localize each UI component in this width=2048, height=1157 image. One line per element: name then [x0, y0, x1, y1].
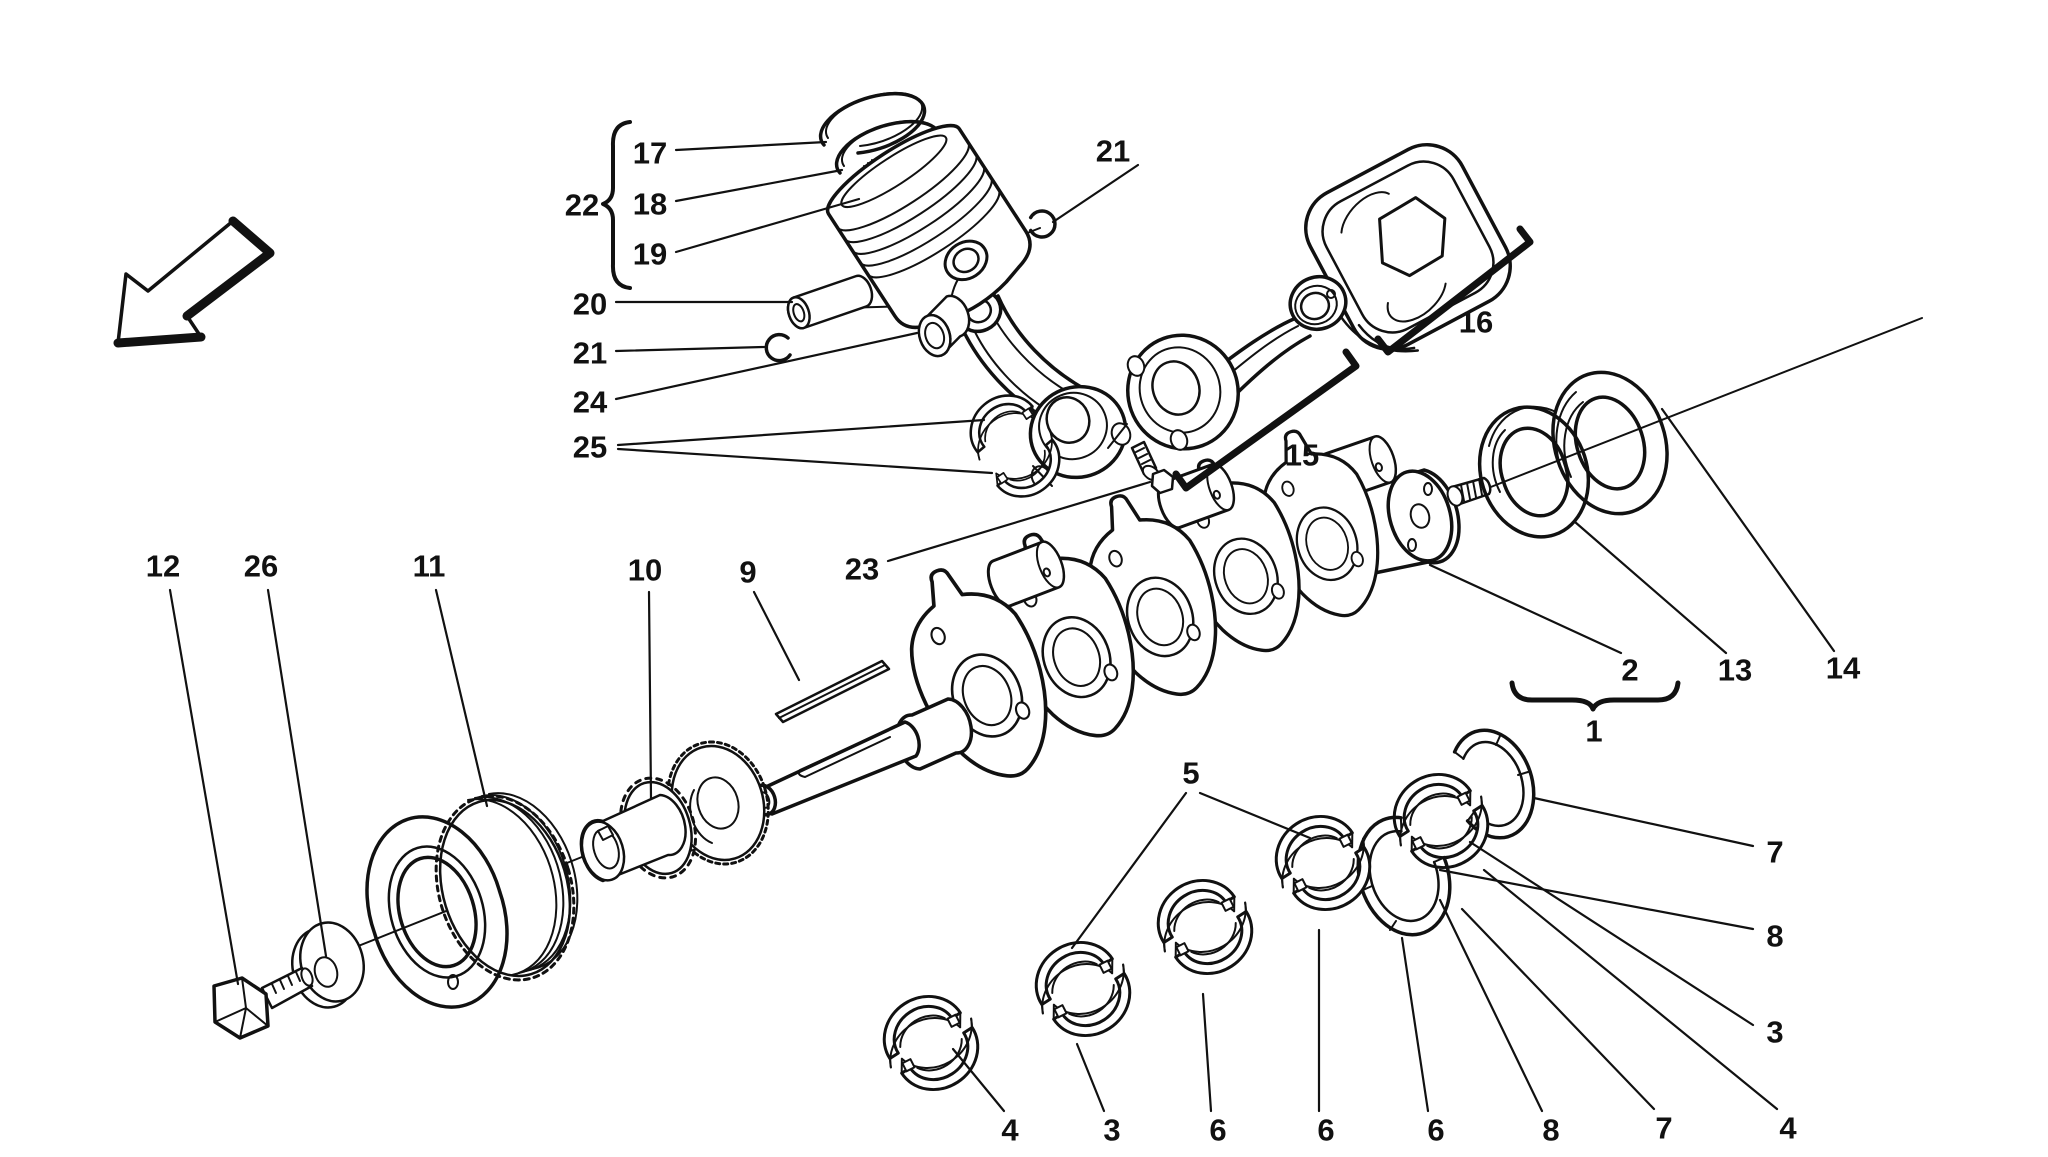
circlip-right — [1028, 209, 1057, 239]
callout-4-right: 4 — [1779, 1111, 1797, 1146]
leader-line-25 — [616, 447, 994, 475]
callout-15: 15 — [1285, 438, 1319, 473]
callout-17: 17 — [633, 136, 667, 171]
thrust-ring-rear — [1452, 728, 1536, 840]
leader-line-11 — [434, 588, 489, 808]
leader-line-25 — [616, 418, 986, 447]
leader-line-5 — [1198, 791, 1312, 840]
pilot-stub — [1446, 476, 1492, 507]
thrust-ring-front — [1356, 815, 1452, 937]
leader-line-14 — [1660, 407, 1836, 653]
rod-bolt — [1130, 440, 1175, 495]
pulley-bolt — [212, 966, 314, 1040]
callout-1: 1 — [1585, 714, 1602, 749]
circlip-left — [764, 332, 792, 363]
connecting-rod-2 — [1126, 275, 1348, 451]
main-bearing-shell-2 — [1016, 925, 1150, 1053]
leader-line-26 — [266, 588, 328, 958]
leader-line-21-left — [614, 345, 766, 353]
callout-6-row-2: 6 — [1317, 1113, 1334, 1148]
callout-10: 10 — [628, 553, 662, 588]
callout-21-right: 21 — [1096, 134, 1130, 169]
leader-line-3-row — [1075, 1042, 1106, 1113]
callout-6-row-1: 6 — [1209, 1113, 1226, 1148]
pulley-washer — [291, 921, 365, 1009]
small-end-bushing — [917, 294, 971, 358]
seal-ring-inner — [1477, 405, 1591, 539]
leader-line-5 — [1070, 791, 1188, 950]
main-bearing-shell-3 — [1138, 863, 1272, 991]
direction-arrow-icon — [113, 216, 275, 348]
bracket-16 — [1374, 225, 1534, 356]
callout-8-row: 8 — [1542, 1113, 1559, 1148]
main-bearing-shell-5 — [1374, 757, 1508, 885]
seal-ring-outer — [1551, 370, 1669, 516]
leader-line-3-right — [1468, 840, 1755, 1027]
callout-21-left: 21 — [573, 336, 607, 371]
brace-1 — [1509, 680, 1681, 712]
callout-18: 18 — [633, 187, 667, 222]
callout-6-row-3: 6 — [1427, 1113, 1444, 1148]
leader-line-2 — [1428, 563, 1623, 655]
leader-line-6-row-3 — [1400, 936, 1430, 1113]
crankshaft — [750, 413, 1461, 817]
crankshaft-pulley — [365, 792, 579, 1009]
callout-2: 2 — [1621, 653, 1638, 688]
callout-22: 22 — [565, 188, 599, 223]
leader-line-4-right — [1482, 868, 1779, 1111]
leader-line-24 — [614, 331, 919, 401]
leader-line-23 — [886, 480, 1152, 563]
callout-5: 5 — [1182, 756, 1199, 791]
leader-line-8-row — [1438, 898, 1544, 1113]
woodruff-key — [774, 659, 891, 724]
callout-20: 20 — [573, 287, 607, 322]
callout-9: 9 — [739, 555, 756, 590]
leader-line-6-row-1 — [1201, 992, 1213, 1113]
callout-7-right: 7 — [1766, 835, 1783, 870]
callout-3-row: 3 — [1103, 1113, 1120, 1148]
callout-23: 23 — [845, 552, 879, 587]
leader-line-18 — [674, 168, 844, 203]
leader-line-19 — [674, 197, 861, 254]
wrist-pin — [786, 274, 874, 330]
leader-line-13 — [1573, 520, 1728, 655]
callout-8-right: 8 — [1766, 919, 1783, 954]
leader-line-7-right — [1532, 796, 1755, 848]
callout-7-row: 7 — [1655, 1111, 1672, 1146]
connecting-rod-1 — [955, 288, 1132, 489]
leader-line-12 — [168, 588, 240, 986]
leader-line-4-row — [951, 1047, 1006, 1113]
callout-14: 14 — [1826, 651, 1861, 686]
callout-4-row: 4 — [1001, 1113, 1019, 1148]
callout-11: 11 — [413, 549, 446, 584]
main-bearing-shell-1 — [864, 979, 998, 1107]
leader-line-17 — [674, 140, 828, 152]
callout-13: 13 — [1718, 653, 1752, 688]
leader-line-8-right — [1438, 868, 1755, 931]
callout-26: 26 — [244, 549, 278, 584]
bracket-15 — [1172, 348, 1360, 492]
brace-22 — [601, 120, 632, 290]
callout-12: 12 — [146, 549, 180, 584]
leader-line-10 — [647, 590, 653, 800]
leader-line-7-row — [1460, 907, 1656, 1111]
leader-line-21-right — [1051, 163, 1140, 224]
timing-gear-assembly — [579, 740, 770, 883]
callout-16: 16 — [1459, 305, 1493, 340]
callout-3-right: 3 — [1766, 1015, 1783, 1050]
callout-19: 19 — [633, 237, 667, 272]
callout-25: 25 — [573, 430, 607, 465]
callout-24: 24 — [573, 385, 608, 420]
leader-line-9 — [752, 590, 801, 682]
main-bearing-set — [864, 728, 1536, 1107]
